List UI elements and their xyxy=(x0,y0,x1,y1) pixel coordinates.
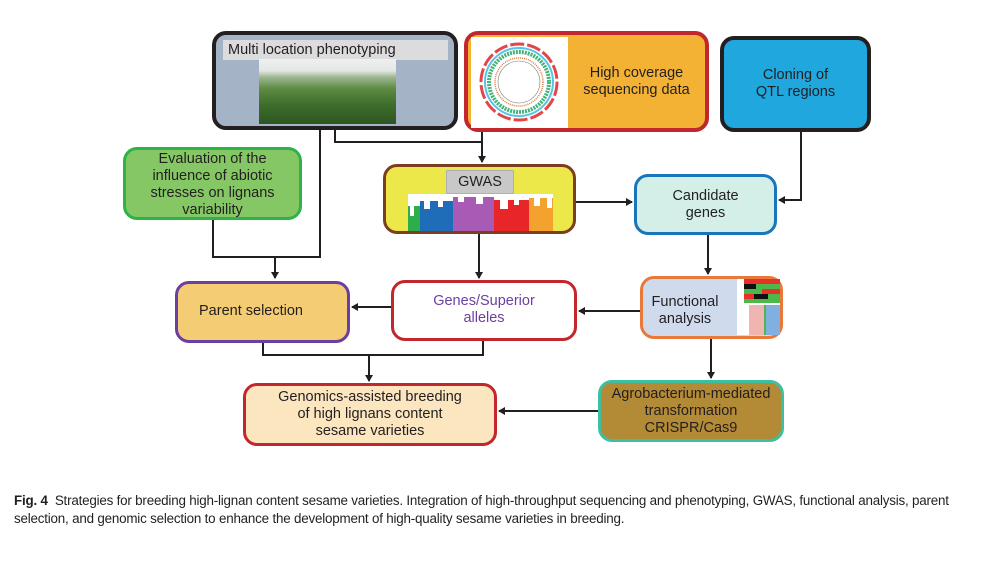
edge-phenotyping-gwas xyxy=(334,128,482,143)
node-gwas-label: GWAS xyxy=(446,170,514,194)
node-agro[interactable]: Agrobacterium-mediated transformation CR… xyxy=(598,380,784,442)
circos-genome-plot xyxy=(471,37,568,128)
node-functional[interactable]: Functional analysis xyxy=(640,276,783,339)
manhattan-plot xyxy=(408,194,553,231)
edge-phenotyping-parent xyxy=(275,128,321,258)
node-abiotic[interactable]: Evaluation of the influence of abiotic s… xyxy=(123,147,302,220)
node-candidate[interactable]: Candidate genes xyxy=(634,174,777,235)
node-alleles[interactable]: Genes/Superior alleles xyxy=(391,280,577,341)
edge-parent-breeding xyxy=(262,340,484,356)
node-phenotyping[interactable]: Multi location phenotyping xyxy=(212,31,458,130)
node-functional-label: Functional analysis xyxy=(651,294,719,327)
node-cloning[interactable]: Cloning of QTL regions xyxy=(720,36,871,132)
figure-label: Fig. 4 xyxy=(14,493,48,508)
edge-abiotic-parent xyxy=(212,218,279,279)
node-phenotyping-label: Multi location phenotyping xyxy=(223,40,448,60)
node-gwas[interactable]: GWAS xyxy=(383,164,576,234)
node-sequencing-label: High coverage sequencing data xyxy=(583,64,690,98)
figure-caption: Fig. 4 Strategies for breeding high-lign… xyxy=(14,492,989,527)
node-breeding[interactable]: Genomics-assisted breeding of high ligna… xyxy=(243,383,497,446)
sesame-field-photo xyxy=(259,59,396,124)
edge-cloning-candidate xyxy=(778,131,802,204)
figure-caption-text: Strategies for breeding high-lignan cont… xyxy=(14,493,949,526)
node-sequencing[interactable]: High coverage sequencing data xyxy=(464,31,709,132)
node-parent[interactable]: Parent selection xyxy=(175,281,350,343)
heatmap-and-scatter xyxy=(737,279,780,335)
